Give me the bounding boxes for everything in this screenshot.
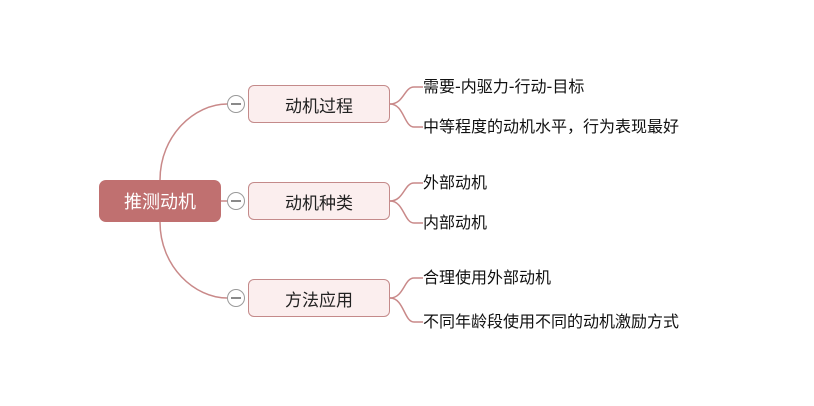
leaf-node-2-2[interactable]: 内部动机 [423,213,488,232]
branch-node-3-label: 方法应用 [285,290,353,311]
collapse-icon-branch-1[interactable] [227,95,245,113]
collapse-icon-branch-3[interactable] [227,289,245,307]
connector-branch-1-leaf-1 [389,86,423,105]
branch-node-1-label: 动机过程 [285,96,353,117]
leaf-node-3-1[interactable]: 合理使用外部动机 [423,268,552,287]
branch-node-2[interactable]: 动机种类 [248,182,390,220]
root-node-label: 推测动机 [124,192,196,213]
connector-root-branch-3 [159,221,228,299]
connector-branch-2-leaf-2 [389,200,423,224]
leaf-node-3-2[interactable]: 不同年龄段使用不同的动机激励方式 [423,312,680,331]
connector-branch-3-leaf-2 [389,297,423,323]
connector-branch-1-leaf-2 [389,103,423,128]
collapse-icon-branch-2[interactable] [227,192,245,210]
leaf-node-2-1[interactable]: 外部动机 [423,173,488,192]
connector-branch-3-leaf-1 [389,277,423,299]
leaf-node-1-2[interactable]: 中等程度的动机水平，行为表现最好 [423,117,680,136]
root-node[interactable]: 推测动机 [99,180,221,222]
connector-branch-2-leaf-1 [389,182,423,202]
branch-node-1[interactable]: 动机过程 [248,85,390,123]
branch-node-3[interactable]: 方法应用 [248,279,390,317]
leaf-node-1-1[interactable]: 需要-内驱力-行动-目标 [423,77,585,96]
branch-node-2-label: 动机种类 [285,193,353,214]
connector-root-branch-1 [159,103,228,181]
